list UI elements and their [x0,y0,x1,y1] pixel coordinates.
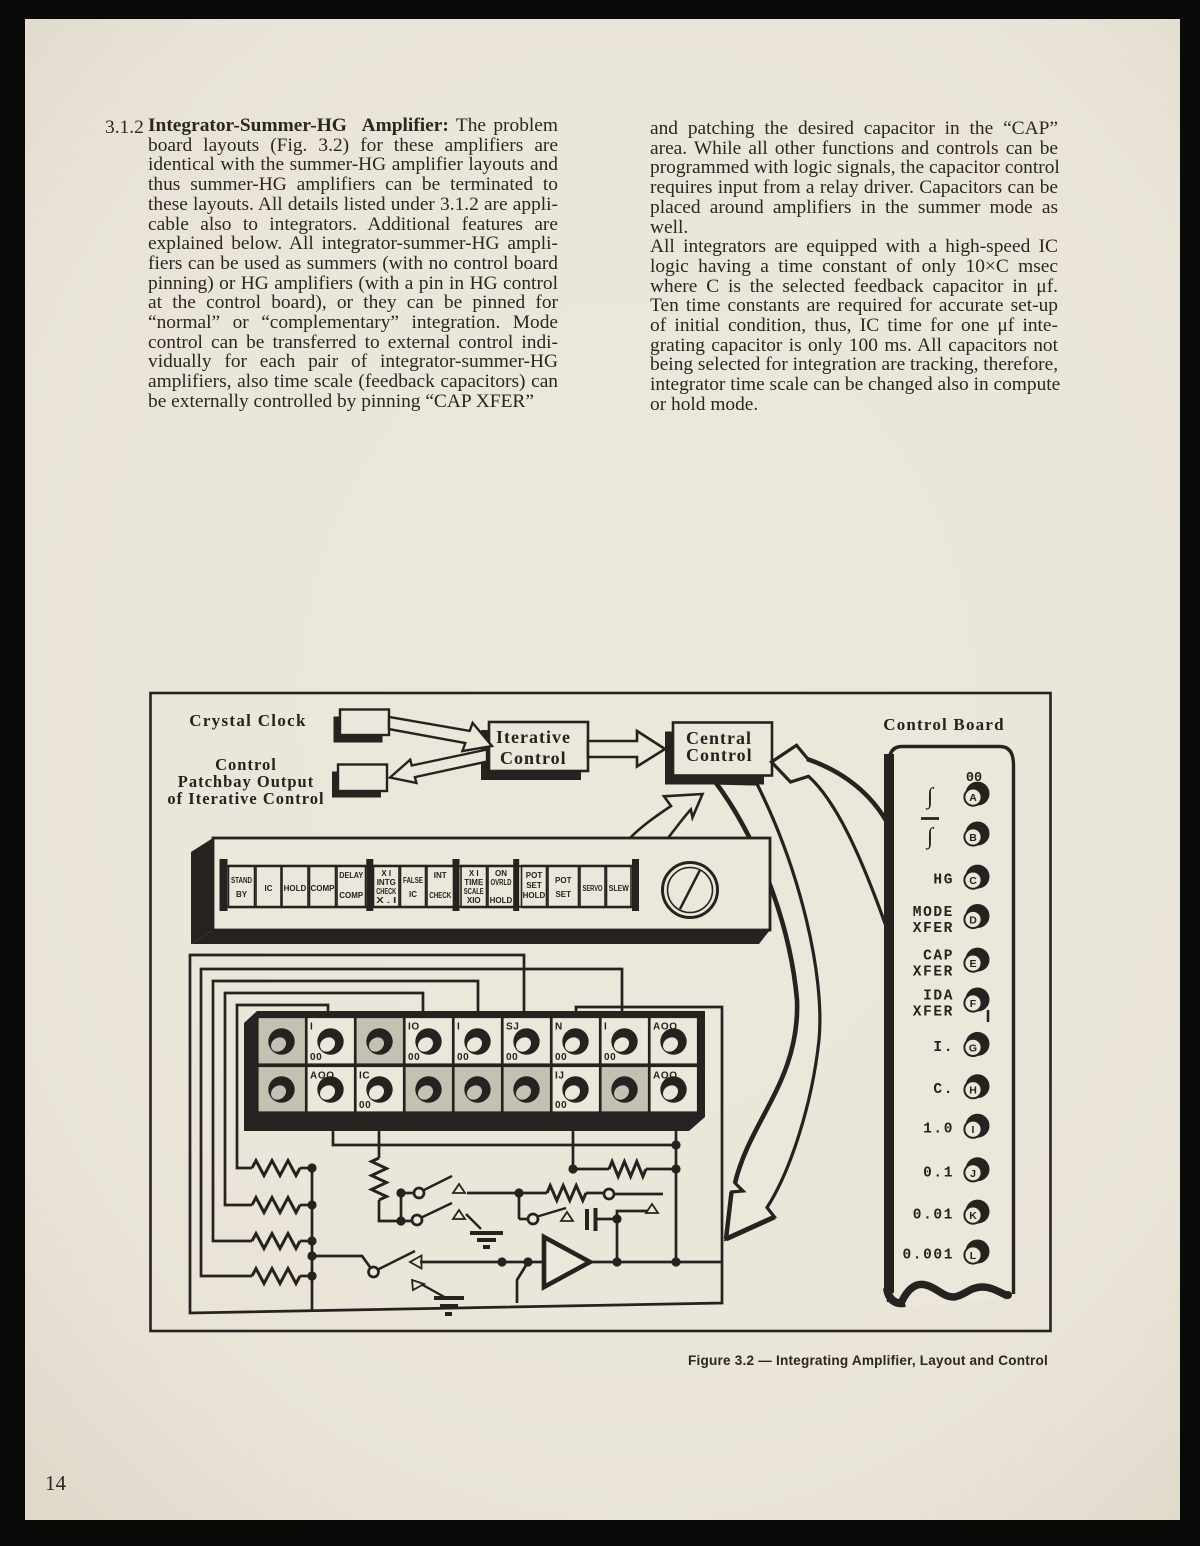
svg-text:IJ: IJ [555,1071,565,1082]
svg-text:HOLD: HOLD [490,896,513,905]
svg-text:I: I [972,1124,975,1136]
svg-text:SCALE: SCALE [464,887,484,896]
svg-text:Control: Control [686,745,753,765]
svg-text:K: K [969,1210,977,1222]
svg-text:AOO: AOO [310,1071,335,1082]
svg-text:Crystal Clock: Crystal Clock [189,711,306,730]
svg-text:H: H [969,1085,977,1097]
svg-text:∫: ∫ [925,824,935,851]
svg-text:OVRLD: OVRLD [491,878,512,887]
svg-text:C: C [969,875,977,887]
svg-text:IDA: IDA [923,989,954,1005]
svg-text:SLEW: SLEW [609,884,629,893]
svg-text:B: B [969,832,977,844]
svg-text:CAP: CAP [923,949,954,965]
svg-text:00: 00 [310,1052,322,1063]
svg-text:DELAY: DELAY [339,871,364,880]
svg-text:POT: POT [526,871,543,880]
svg-text:00: 00 [555,1052,567,1063]
svg-text:XIO: XIO [467,896,481,905]
svg-text:FALSE: FALSE [403,876,424,885]
svg-text:SERVO: SERVO [583,884,603,893]
svg-text:IC: IC [359,1071,370,1082]
svg-text:IC: IC [409,890,417,899]
svg-text:Patchbay Output: Patchbay Output [178,772,314,791]
svg-text:N: N [555,1022,563,1033]
svg-text:1.0: 1.0 [923,1122,954,1138]
svg-text:SET: SET [555,890,571,899]
svg-text:I: I [310,1022,313,1033]
svg-text:CHECK: CHECK [429,891,451,900]
svg-text:D: D [969,915,977,927]
svg-text:J: J [970,1168,976,1180]
svg-text:XFER: XFER [913,1005,954,1021]
svg-text:X . I: X . I [376,896,396,905]
svg-text:IC: IC [265,884,273,893]
svg-text:Control Board: Control Board [883,715,1005,734]
svg-text:INTG: INTG [377,878,396,887]
svg-text:A: A [969,792,977,804]
svg-text:00: 00 [359,1100,371,1111]
svg-text:Control: Control [215,755,277,774]
svg-text:MODE: MODE [913,905,954,921]
svg-text:∫: ∫ [925,784,935,811]
svg-text:C.: C. [933,1082,954,1098]
svg-text:TIME: TIME [464,878,484,887]
svg-text:COMP: COMP [311,884,336,893]
svg-text:Control: Control [500,748,567,768]
svg-text:HOLD: HOLD [284,884,307,893]
svg-text:BY: BY [236,890,248,899]
svg-text:Central: Central [686,728,752,748]
svg-text:L: L [970,1250,977,1262]
svg-text:E: E [969,958,976,970]
svg-text:F: F [970,998,977,1010]
svg-text:I: I [457,1022,460,1033]
svg-text:POT: POT [555,876,572,885]
svg-text:AOO: AOO [653,1071,678,1082]
svg-text:SET: SET [526,881,542,890]
svg-text:X I: X I [381,869,391,878]
svg-text:0.1: 0.1 [923,1165,954,1181]
svg-text:G: G [969,1042,977,1054]
svg-text:XFER: XFER [913,965,954,981]
svg-text:X I: X I [469,869,479,878]
svg-text:I.: I. [933,1040,954,1056]
svg-text:I: I [604,1022,607,1033]
svg-text:SJ: SJ [506,1022,519,1033]
svg-text:ON: ON [495,869,507,878]
svg-text:CHECK: CHECK [376,887,396,896]
svg-text:00: 00 [604,1052,616,1063]
svg-text:00: 00 [457,1052,469,1063]
svg-text:AOO: AOO [653,1022,678,1033]
svg-text:HG: HG [933,873,954,889]
svg-text:of Iterative Control: of Iterative Control [167,789,324,808]
svg-text:00: 00 [555,1100,567,1111]
svg-text:IO: IO [408,1022,420,1033]
svg-text:Iterative: Iterative [496,727,571,747]
svg-text:XFER: XFER [913,921,954,937]
svg-text:0.01: 0.01 [913,1208,954,1224]
svg-text:COMP: COMP [339,891,364,900]
svg-text:00: 00 [408,1052,420,1063]
svg-text:INT: INT [434,871,447,880]
svg-text:0.001: 0.001 [902,1248,954,1264]
svg-text:STAND: STAND [231,876,252,885]
svg-text:00: 00 [506,1052,518,1063]
svg-text:HOLD: HOLD [523,891,546,900]
